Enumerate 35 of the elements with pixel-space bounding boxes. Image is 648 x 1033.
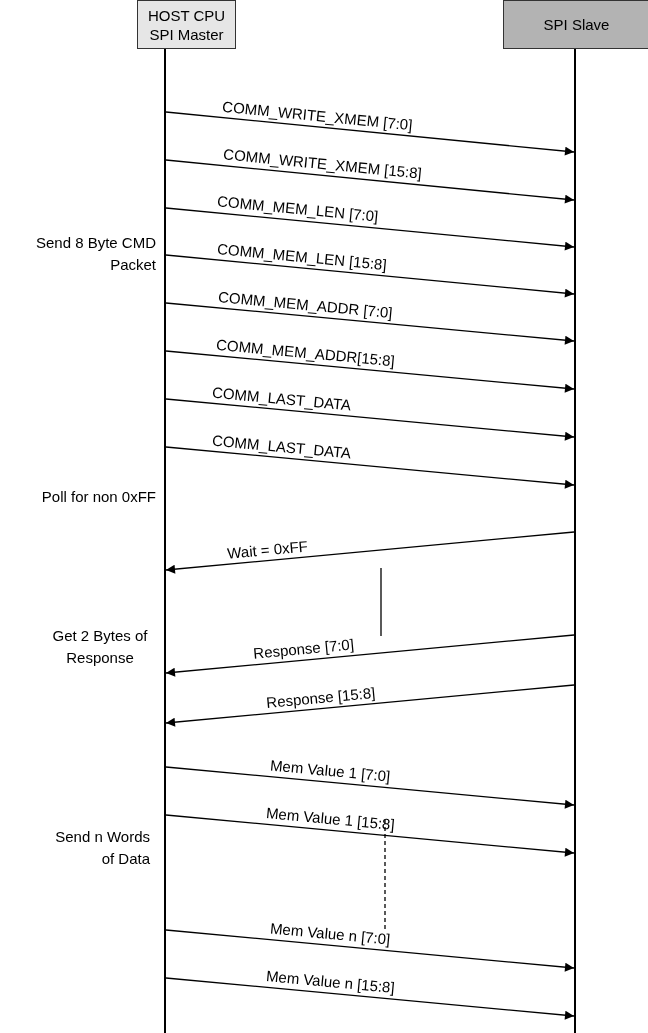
message-arrow [165,929,575,972]
edge-label: Response [7:0] [252,634,355,663]
phase-label: Poll for non 0xFF [40,487,156,507]
edge-label: COMM_MEM_LEN [7:0] [215,191,379,227]
message-arrow [165,350,575,393]
edge-label: Wait = 0xFF [225,535,309,563]
edge-label: COMM_MEM_LEN [15:8] [216,238,388,274]
message-arrow [165,634,575,677]
phase-label: Send 8 Byte CMD Packet [34,233,156,275]
message-arrow [165,684,575,727]
message-arrow [165,302,575,345]
lifeline [574,49,576,1033]
edge-label: Mem Value 1 [7:0] [268,755,391,786]
message-arrow [165,159,575,204]
message-arrow [165,398,575,441]
participant-box: HOST CPU SPI Master [137,0,236,49]
message-arrow [165,111,575,156]
edge-label: COMM_LAST_DATA [211,430,352,463]
phase-label: Send n Words of Data [54,827,150,869]
message-arrow [165,254,575,298]
message-arrow [165,446,575,489]
message-arrow [165,207,575,251]
message-arrow [165,977,575,1020]
edge-label: COMM_MEM_ADDR [7:0] [217,286,394,322]
edge-label: Mem Value 1 [15:8] [264,803,396,835]
message-arrow [165,814,575,857]
edge-label: Mem Value n [7:0] [268,918,391,949]
message-arrow [165,531,575,574]
participant-box: SPI Slave [503,0,648,49]
message-arrow [165,766,575,809]
lifeline [164,49,166,1033]
edge-label: Mem Value n [15:8] [264,966,396,998]
edge-label: COMM_LAST_DATA [211,382,352,415]
edge-label: Response [15:8] [265,682,376,712]
phase-label: Get 2 Bytes of Response [51,626,149,668]
